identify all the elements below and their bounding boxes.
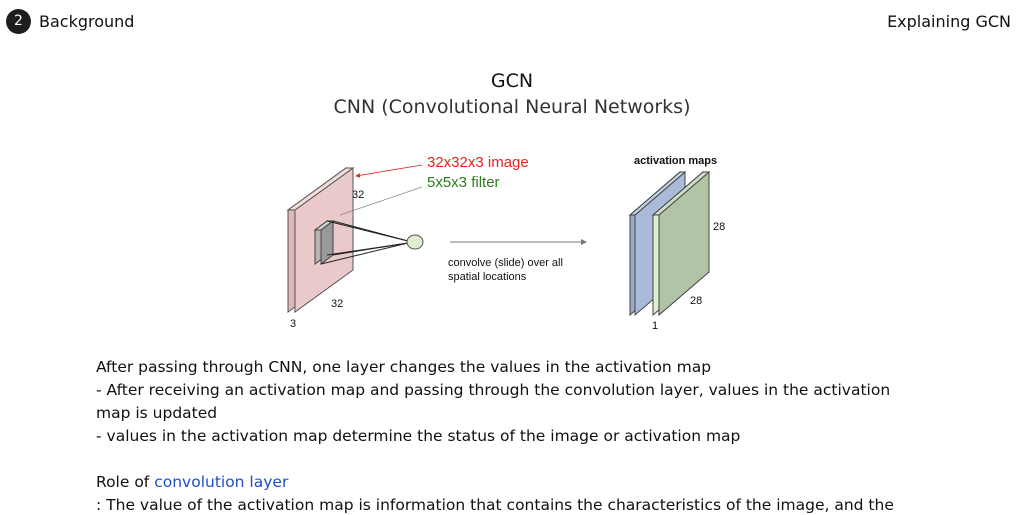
filter-label: 5x5x3 filter	[427, 174, 500, 191]
activation-maps-title: activation maps	[634, 155, 717, 167]
activation-map-green	[651, 170, 711, 317]
role-highlight: convolution layer	[154, 473, 289, 491]
deck-title: Explaining GCN	[887, 12, 1011, 31]
body-text: After passing through CNN, one layer cha…	[96, 356, 926, 515]
filter-box	[313, 220, 335, 265]
input-height-label: 32	[352, 189, 364, 201]
output-width-label: 28	[690, 295, 702, 307]
output-height-label: 28	[713, 221, 725, 233]
role-prefix: Role of	[96, 473, 155, 491]
section-number-badge: 2	[6, 9, 31, 34]
input-volume	[286, 167, 355, 313]
output-depth-label: 1	[652, 320, 658, 332]
body-line-1: After passing through CNN, one layer cha…	[96, 358, 712, 376]
neuron-dot	[406, 234, 424, 250]
filter-connections	[320, 220, 409, 265]
arrow-caption-line1: convolve (slide) over all	[448, 257, 563, 269]
input-volume-top	[286, 167, 355, 211]
image-pointer-arrow	[355, 164, 423, 178]
cnn-diagram: 32x32x3 image 5x5x3 filter 32 32 3 convo…	[286, 154, 725, 332]
section-title: Background	[39, 12, 135, 31]
filter-pointer-line	[339, 186, 423, 216]
input-image-label: 32x32x3 image	[427, 154, 529, 171]
slide-subtitle: CNN (Convolutional Neural Networks)	[333, 96, 691, 118]
arrow-caption-line2: spatial locations	[448, 271, 527, 283]
input-width-label: 32	[331, 298, 343, 310]
paragraph-gap	[96, 448, 926, 471]
slide-title: GCN	[490, 70, 534, 92]
body-line-3: - values in the activation map determine…	[96, 427, 741, 445]
input-depth-label: 3	[290, 318, 296, 330]
body-line-2: - After receiving an activation map and …	[96, 381, 891, 422]
role-heading: Role of convolution layer	[96, 471, 926, 494]
body-line-4: : The value of the activation map is inf…	[96, 496, 894, 514]
